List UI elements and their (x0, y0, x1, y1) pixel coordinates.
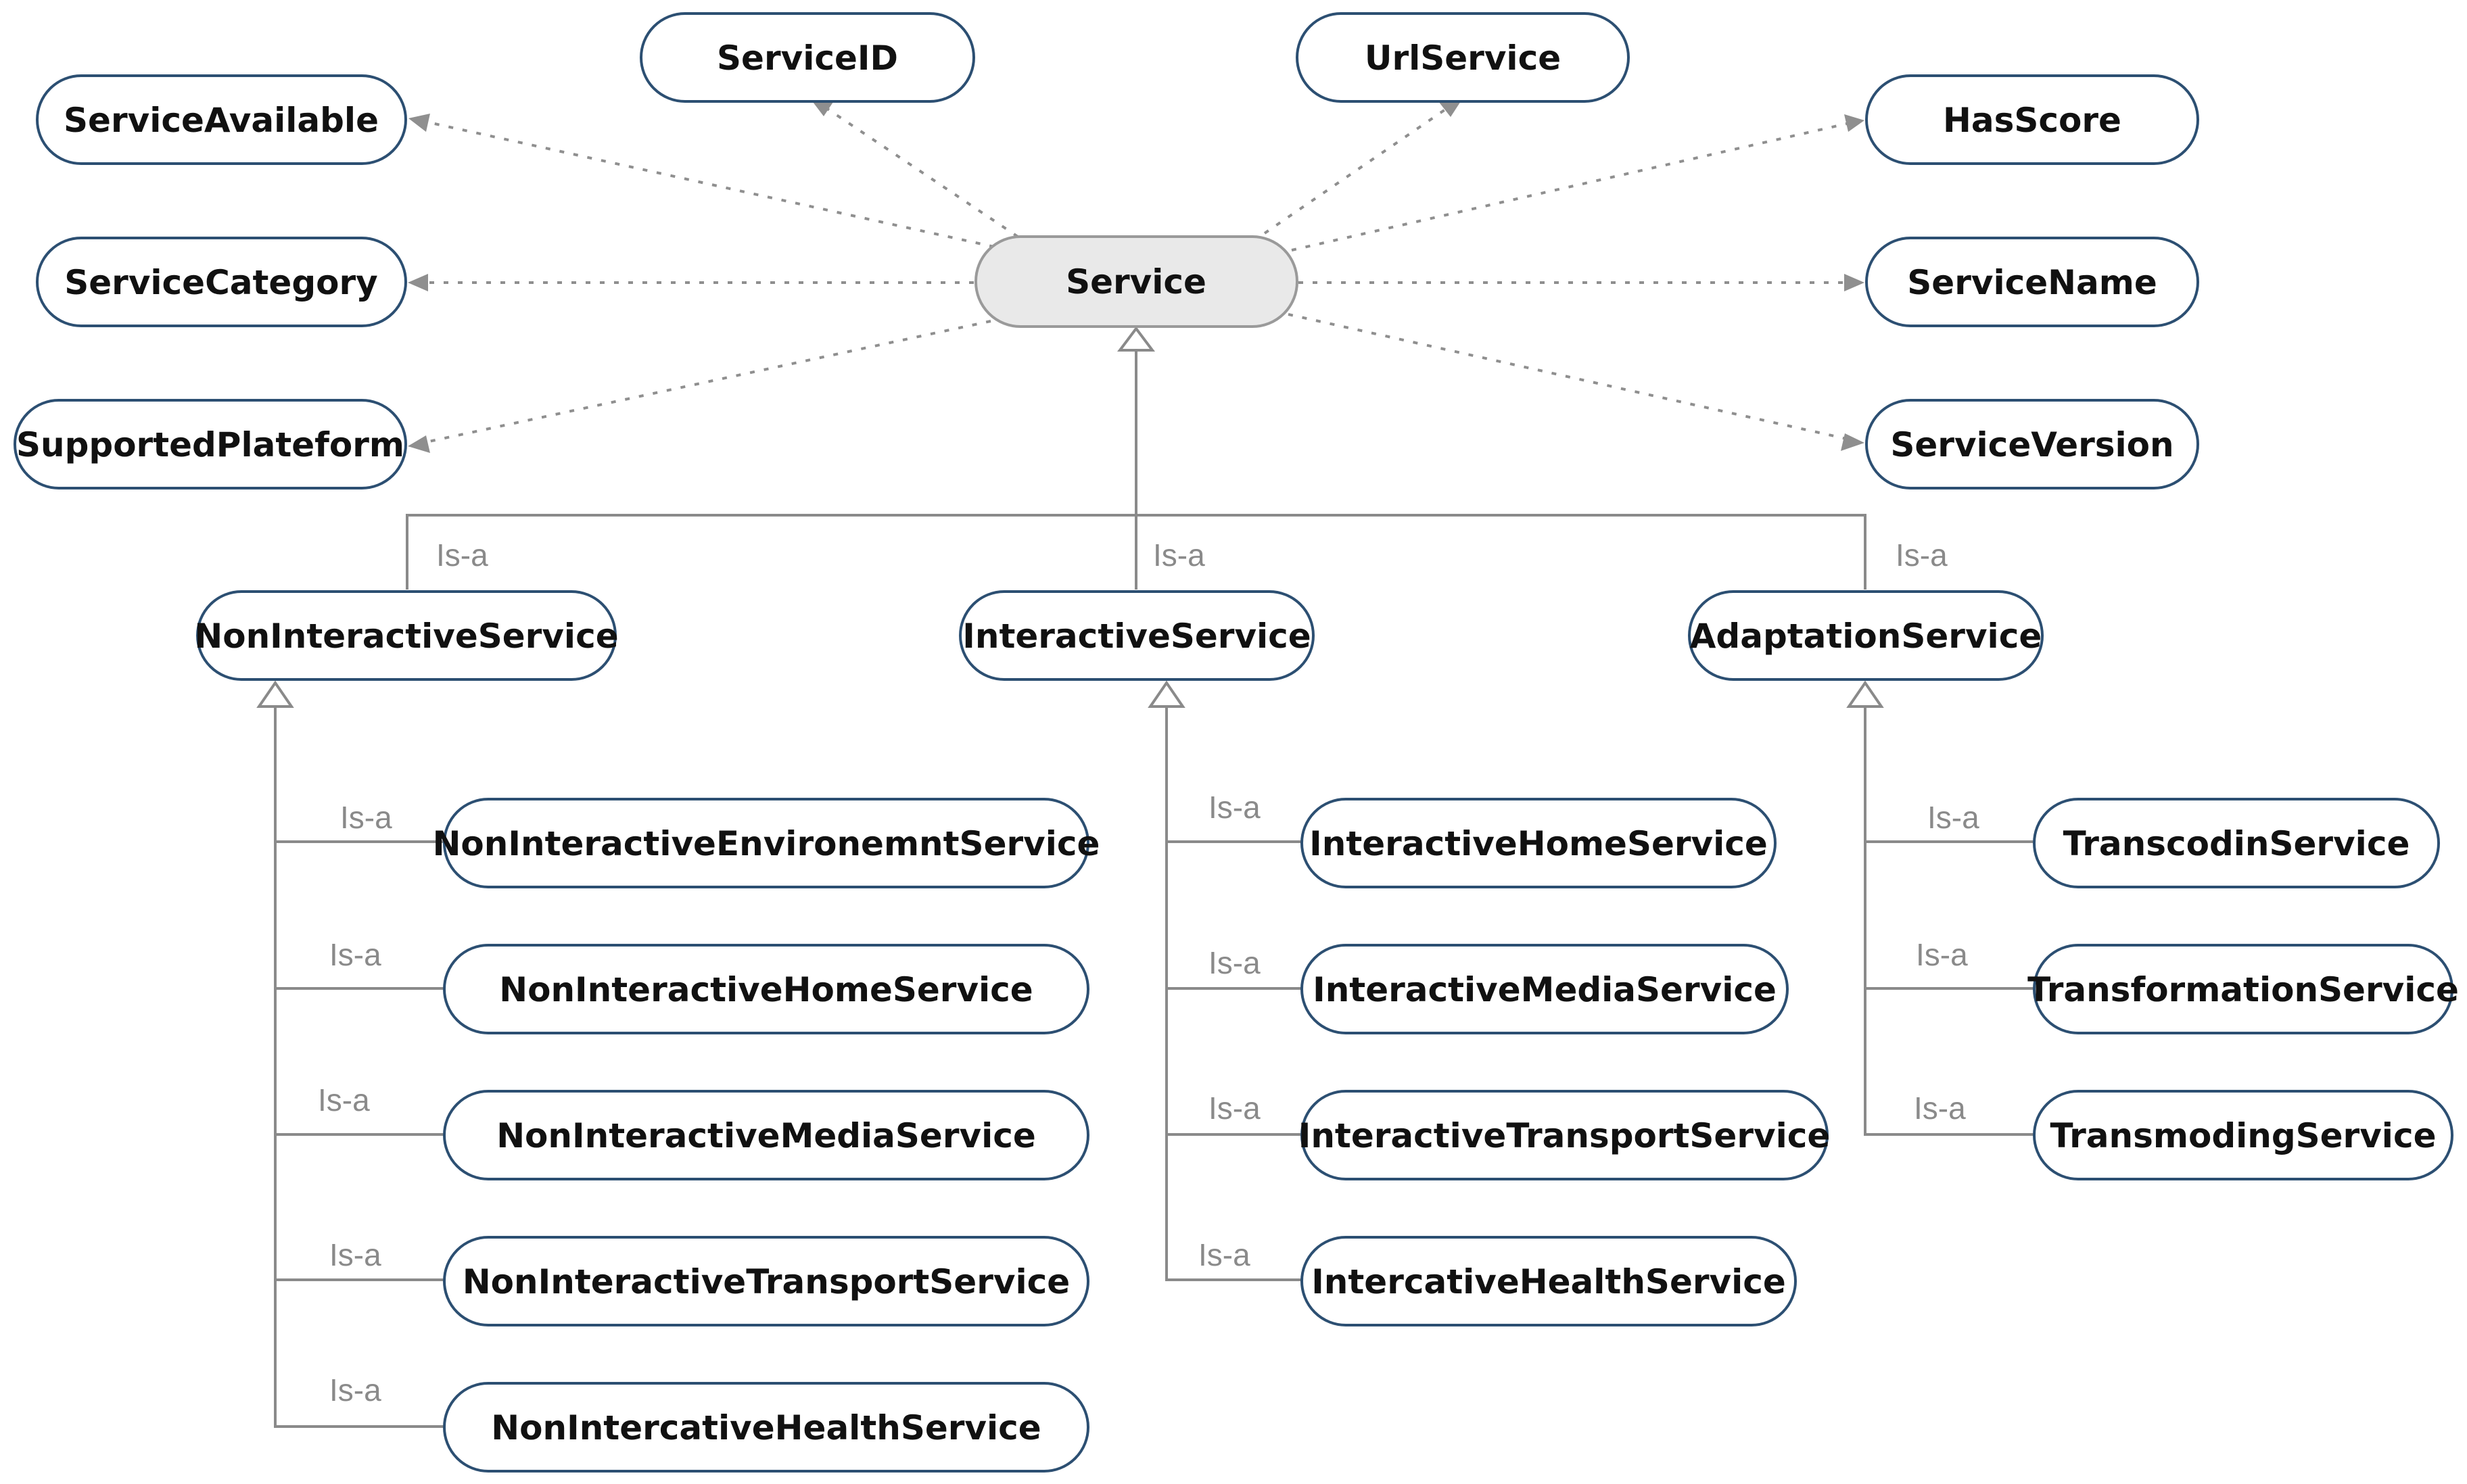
node-ni-child-1[interactable]: NonInteractiveEnvironemntService (433, 798, 1100, 888)
isa-label-a-1: Is-a (1927, 800, 1979, 835)
node-i-child-4[interactable]: IntercativeHealthService (1300, 1236, 1797, 1326)
edge-supported-plateform (422, 320, 991, 444)
node-label: InteractiveHomeService (1309, 824, 1768, 863)
isa-label-a-3: Is-a (1914, 1091, 1966, 1126)
node-adaptation-service[interactable]: AdaptationService (1688, 590, 2044, 681)
inheritance-triangle-adaptation (1846, 680, 1884, 708)
arrowhead-supported-plateform (408, 435, 430, 453)
node-label: NonInteractiveService (194, 617, 618, 656)
node-label: ServiceCategory (64, 263, 378, 302)
isa-label-adaptation: Is-a (1896, 537, 1948, 573)
node-label: NonInteractiveEnvironemntService (433, 824, 1100, 863)
edge-service-branch (406, 514, 1866, 590)
arrowhead-service-version (1841, 433, 1864, 451)
node-label: InteractiveService (962, 617, 1311, 656)
edge-service-version (1288, 313, 1850, 441)
arrowhead-url-service (1438, 99, 1462, 117)
node-non-interactive-service[interactable]: NonInteractiveService (194, 590, 619, 681)
node-i-child-2[interactable]: InteractiveMediaService (1300, 944, 1789, 1034)
isa-label-i-3: Is-a (1208, 1091, 1261, 1126)
isa-label-ni-2: Is-a (329, 937, 381, 972)
node-service-version[interactable]: ServiceVersion (1865, 399, 2199, 489)
isa-label-ni-1: Is-a (340, 800, 392, 835)
edge-url-service (1263, 107, 1449, 235)
node-service-name[interactable]: ServiceName (1865, 237, 2199, 327)
node-label: NonInteractiveMediaService (496, 1116, 1036, 1155)
node-label: UrlService (1365, 39, 1561, 78)
isa-label-i-2: Is-a (1208, 945, 1261, 980)
node-has-score[interactable]: HasScore (1865, 74, 2199, 165)
node-label: InteractiveTransportService (1298, 1116, 1831, 1155)
node-label: NonInteractiveTransportService (463, 1262, 1070, 1301)
property-edges (408, 99, 1864, 453)
node-service-category[interactable]: ServiceCategory (36, 237, 407, 327)
node-label: SupportedPlateform (16, 425, 404, 464)
node-label: HasScore (1943, 101, 2121, 140)
node-label: InteractiveMediaService (1313, 970, 1777, 1009)
arrowhead-has-score (1844, 114, 1864, 132)
isa-label-i-1: Is-a (1208, 790, 1261, 825)
node-label: NonInteractiveHomeService (499, 970, 1033, 1009)
isa-label-ni-3: Is-a (318, 1082, 370, 1118)
node-label: NonIntercativeHealthService (491, 1408, 1041, 1447)
relation-labels: Is-a Is-a Is-a Is-a Is-a Is-a Is-a Is-a … (318, 537, 1979, 1408)
edge-service-id (825, 107, 1019, 238)
node-label: TranscodinService (2063, 824, 2410, 863)
node-a-child-2[interactable]: TransformationService (2027, 944, 2459, 1034)
node-label: IntercativeHealthService (1311, 1262, 1786, 1301)
node-label: TransformationService (2027, 970, 2459, 1009)
node-service-id[interactable]: ServiceID (640, 12, 975, 103)
inheritance-edges (256, 326, 2034, 1428)
isa-label-interactive: Is-a (1153, 537, 1205, 573)
node-label: AdaptationService (1690, 617, 2042, 656)
edge-service-available (419, 119, 995, 248)
node-label: ServiceAvailable (64, 101, 379, 140)
node-label: ServiceID (717, 39, 898, 78)
node-label: ServiceName (1907, 263, 2157, 302)
isa-label-ni-5: Is-a (329, 1372, 381, 1408)
edge-has-score (1291, 122, 1850, 252)
node-a-child-3[interactable]: TransmodingService (2033, 1090, 2453, 1180)
isa-label-i-4: Is-a (1198, 1237, 1250, 1272)
node-ni-child-2[interactable]: NonInteractiveHomeService (443, 944, 1089, 1034)
node-ni-child-4[interactable]: NonInteractiveTransportService (443, 1236, 1089, 1326)
isa-label-a-2: Is-a (1916, 937, 1968, 972)
node-label: TransmodingService (2050, 1116, 2437, 1155)
node-url-service[interactable]: UrlService (1296, 12, 1630, 103)
isa-label-ni-4: Is-a (329, 1237, 381, 1272)
inheritance-triangle-interactive (1148, 680, 1185, 708)
arrowhead-service-name (1844, 274, 1864, 291)
arrowhead-service-category (408, 274, 428, 291)
node-interactive-service[interactable]: InteractiveService (959, 590, 1315, 681)
isa-label-noninteractive: Is-a (436, 537, 488, 573)
node-service-root[interactable]: Service (974, 235, 1298, 328)
node-ni-child-5[interactable]: NonIntercativeHealthService (443, 1382, 1089, 1473)
node-i-child-1[interactable]: InteractiveHomeService (1300, 798, 1777, 888)
node-label: Service (1066, 262, 1206, 302)
inheritance-triangle-service (1117, 326, 1155, 352)
arrowhead-service-id (811, 99, 835, 116)
node-i-child-3[interactable]: InteractiveTransportService (1298, 1090, 1831, 1180)
node-service-available[interactable]: ServiceAvailable (36, 74, 407, 165)
node-ni-child-3[interactable]: NonInteractiveMediaService (443, 1090, 1089, 1180)
inheritance-triangle-noninteractive (256, 680, 294, 708)
node-a-child-1[interactable]: TranscodinService (2033, 798, 2440, 888)
arrowhead-service-available (408, 114, 430, 132)
node-label: ServiceVersion (1890, 425, 2174, 464)
node-supported-plateform[interactable]: SupportedPlateform (14, 399, 407, 489)
